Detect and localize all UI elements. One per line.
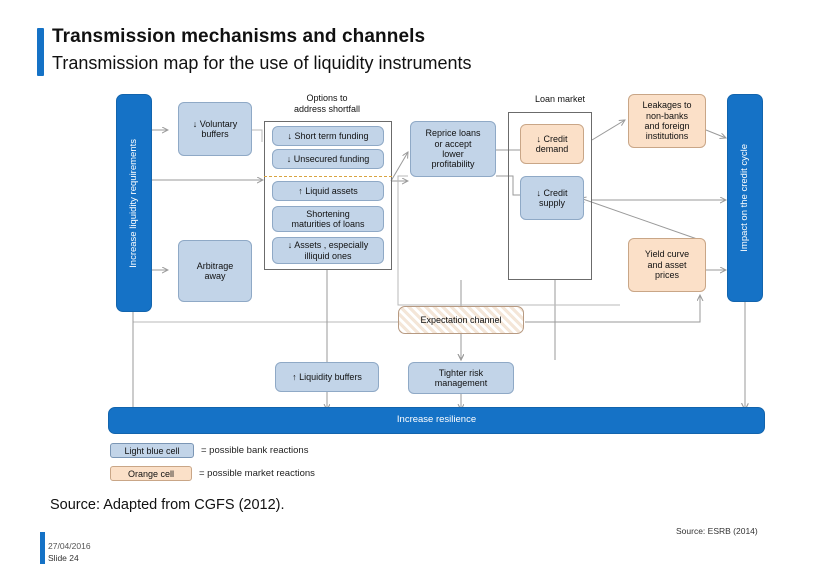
esrb-source-note: Source: ESRB (2014) bbox=[676, 526, 758, 536]
legend: Light blue cell = possible bank reaction… bbox=[0, 438, 834, 486]
options-group-divider bbox=[264, 176, 392, 177]
footer-accent-bar bbox=[40, 532, 45, 564]
group-box-options bbox=[264, 121, 392, 270]
legend-text-bank-reactions: = possible bank reactions bbox=[201, 445, 309, 456]
title-accent-bar bbox=[37, 28, 44, 76]
node-short-term-funding[interactable]: ↓ Short term funding bbox=[272, 126, 384, 146]
node-shortening-maturities[interactable]: Shortening maturities of loans bbox=[272, 206, 384, 232]
legend-row-blue: Light blue cell = possible bank reaction… bbox=[110, 443, 308, 458]
node-credit-supply[interactable]: ↓ Credit supply bbox=[520, 176, 584, 220]
increase-resilience-bar: Increase resilience bbox=[108, 407, 765, 434]
node-assets-especially-illiquid[interactable]: ↓ Assets , especially illiquid ones bbox=[272, 237, 384, 264]
transmission-map-diagram: Increase liquidity requirements Impact o… bbox=[0, 80, 834, 450]
group-label-loan-market: Loan market bbox=[534, 94, 586, 104]
node-yield-curve-asset-prices[interactable]: Yield curve and asset prices bbox=[628, 238, 706, 292]
node-leakages-to-non-banks[interactable]: Leakages to non-banks and foreign instit… bbox=[628, 94, 706, 148]
group-box-loan-market bbox=[508, 112, 592, 280]
node-expectation-channel[interactable]: Expectation channel bbox=[398, 306, 524, 334]
legend-row-orange: Orange cell = possible market reactions bbox=[110, 466, 315, 481]
increase-liquidity-requirements-bar: Increase liquidity requirements bbox=[116, 94, 152, 312]
footer-date: 27/04/2016 bbox=[48, 541, 91, 551]
legend-chip-light-blue: Light blue cell bbox=[110, 443, 194, 458]
node-voluntary-buffers[interactable]: ↓ Voluntary buffers bbox=[178, 102, 252, 156]
group-label-options-to-address-shortfall: Options to address shortfall bbox=[293, 93, 361, 114]
page-subtitle: Transmission map for the use of liquidit… bbox=[52, 53, 472, 73]
source-note: Source: Adapted from CGFS (2012). bbox=[50, 497, 285, 513]
node-liquid-assets[interactable]: ↑ Liquid assets bbox=[272, 181, 384, 201]
page-title: Transmission mechanisms and channels bbox=[52, 26, 426, 47]
right-bar-label: Impact on the credit cycle bbox=[738, 144, 750, 252]
slide-header: Transmission mechanisms and channels Tra… bbox=[0, 12, 834, 76]
legend-chip-orange: Orange cell bbox=[110, 466, 192, 481]
legend-text-market-reactions: = possible market reactions bbox=[199, 468, 315, 479]
node-unsecured-funding[interactable]: ↓ Unsecured funding bbox=[272, 149, 384, 169]
node-arbitrage-away[interactable]: Arbitrage away bbox=[178, 240, 252, 302]
left-bar-label: Increase liquidity requirements bbox=[127, 138, 139, 268]
node-tighter-risk-management[interactable]: Tighter risk management bbox=[408, 362, 514, 394]
node-liquidity-buffers[interactable]: ↑ Liquidity buffers bbox=[275, 362, 379, 392]
node-credit-demand[interactable]: ↓ Credit demand bbox=[520, 124, 584, 164]
node-reprice-loans[interactable]: Reprice loans or accept lower profitabil… bbox=[410, 121, 496, 177]
footer-slide-number: Slide 24 bbox=[48, 553, 79, 563]
impact-on-credit-cycle-bar: Impact on the credit cycle bbox=[727, 94, 763, 302]
